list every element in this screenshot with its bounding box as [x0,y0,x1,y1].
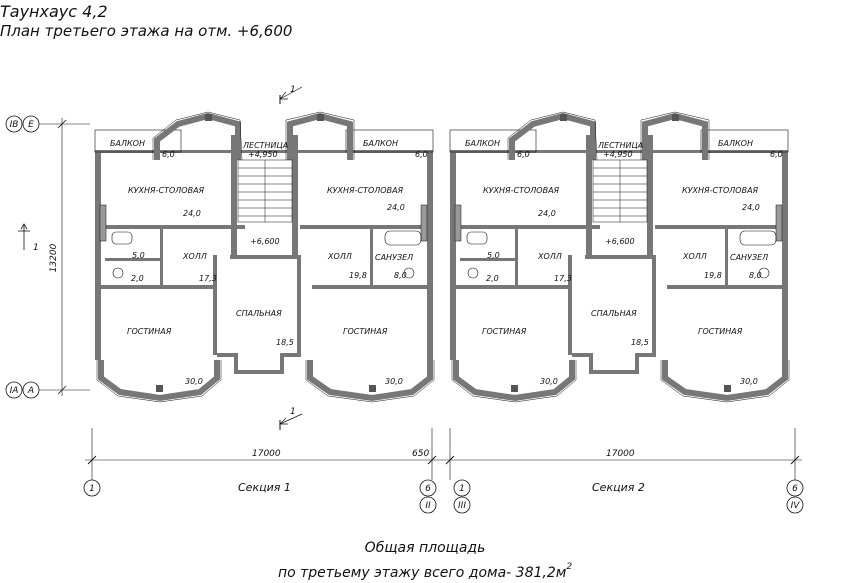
s2-living-left-area: 30,0 [540,377,558,386]
s1-bedroom-area: 18,5 [276,338,294,347]
s2-kitchen-left-area: 24,0 [538,209,556,218]
s1-balcony-right-area: 6,0 [415,150,428,159]
s1-bath: САНУЗЕЛ [375,253,413,262]
total-area-note: Общая площадь по третьему этажу всего до… [0,539,850,583]
s1-small-a: 5,0 [132,251,145,260]
s1-kitchen-right-area: 24,0 [387,203,405,212]
s1-axis-end-roman: II [425,501,431,511]
s1-hall-left: ХОЛЛ [182,252,207,261]
total-area-unit-sup: 2 [566,562,573,572]
s2-hall-right-area: 19,8 [704,271,722,280]
s2-stair: ЛЕСТНИЦА [597,141,643,150]
section-1-labels: БАЛКОН 6,0 БАЛКОН 6,0 ЛЕСТНИЦА +4,950 КУ… [110,139,428,386]
drawing-subtitle: План третьего этажа на отм. +6,600 [0,22,293,40]
s1-stair-level: +4,950 [248,150,278,159]
s1-balcony-right: БАЛКОН [363,139,398,148]
s1-bedroom: СПАЛЬНАЯ [236,309,282,318]
section-1-plan [94,111,435,403]
total-area-line2: по третьему этажу всего дома- 381,2м2 [0,558,850,583]
axis-label-E: E [28,120,34,130]
s1-living-right-area: 30,0 [385,377,403,386]
s1-hall-right: ХОЛЛ [327,252,352,261]
cut-mark-top: 1 [290,85,296,95]
s1-axis-end: 6 [425,484,431,494]
s2-kitchen-right-area: 24,0 [742,203,760,212]
s1-hall-right-area: 19,8 [349,271,367,280]
s2-balcony-left: БАЛКОН [465,139,500,148]
s2-bath: САНУЗЕЛ [730,253,768,262]
section-cut-top: 1 [279,85,303,104]
s1-bath-area: 8,0 [394,271,407,280]
section-2-label: Секция 2 [592,481,645,494]
s2-balcony-right: БАЛКОН [718,139,753,148]
s1-kitchen-right: КУХНЯ-СТОЛОВАЯ [327,186,404,195]
s2-stair-level: +4,950 [603,150,633,159]
s2-living-left: ГОСТИНАЯ [482,327,527,336]
total-area-line1: Общая площадь [364,540,486,556]
s2-bedroom: СПАЛЬНАЯ [591,309,637,318]
left-axis-block: IB E IA A 13200 1 [5,115,90,399]
s1-axis-start: 1 [89,484,95,494]
drawing-title: Таунхаус 4,2 [0,2,108,21]
s1-living-left: ГОСТИНАЯ [127,327,172,336]
axis-label-IB: IB [10,120,19,130]
section-2-labels: БАЛКОН 6,0 БАЛКОН 6,0 ЛЕСТНИЦА +4,950 КУ… [465,139,783,386]
s1-dim-extra: 650 [412,449,429,459]
s2-axis-end: 6 [792,484,798,494]
axis-marker-IA [5,381,23,399]
s2-bedroom-area: 18,5 [631,338,649,347]
s2-axis-start: 1 [459,484,465,494]
axis-label-A: A [27,386,34,396]
s1-dim-main: 17000 [252,449,281,459]
bottom-axis-bubbles: 1 6 II 1 III 6 IV [83,479,804,514]
s2-axis-start-roman: III [458,501,466,511]
height-dimension-text: 13200 [49,243,59,272]
s2-dim-main: 17000 [606,449,635,459]
s2-living-right-area: 30,0 [740,377,758,386]
s2-axis-end-roman: IV [791,501,801,511]
s2-hall-right: ХОЛЛ [682,252,707,261]
s1-landing-level: +6,600 [250,237,280,246]
s1-kitchen-left: КУХНЯ-СТОЛОВАЯ [128,186,205,195]
cut-mark-left: 1 [33,243,39,253]
s2-kitchen-right: КУХНЯ-СТОЛОВАЯ [682,186,759,195]
s1-balcony-left: БАЛКОН [110,139,145,148]
s1-small-b: 2,0 [131,274,144,283]
s1-living-right: ГОСТИНАЯ [343,327,388,336]
s2-small-b: 2,0 [486,274,499,283]
cut-mark-bottom: 1 [290,407,296,417]
s2-bath-area: 8,0 [749,271,762,280]
section-cut-bottom: 1 [279,407,303,430]
s2-small-a: 5,0 [487,251,500,260]
s2-hall-left-area: 17,3 [554,274,572,283]
s1-hall-left-area: 17,3 [199,274,217,283]
s2-balcony-right-area: 6,0 [770,150,783,159]
total-area-text: по третьему этажу всего дома- 381,2м [277,565,567,581]
axis-marker-IB [5,115,23,133]
s2-landing-level: +6,600 [605,237,635,246]
s2-living-right: ГОСТИНАЯ [698,327,743,336]
s1-living-left-area: 30,0 [185,377,203,386]
section-1-label: Секция 1 [238,481,291,494]
s2-balcony-left-area: 6,0 [517,150,530,159]
s2-hall-left: ХОЛЛ [537,252,562,261]
bottom-dimensions [85,428,802,480]
axis-label-IA: IA [10,386,19,396]
s2-kitchen-left: КУХНЯ-СТОЛОВАЯ [483,186,560,195]
s1-stair: ЛЕСТНИЦА [242,141,288,150]
s1-balcony-left-area: 6,0 [162,150,175,159]
s1-kitchen-left-area: 24,0 [183,209,201,218]
